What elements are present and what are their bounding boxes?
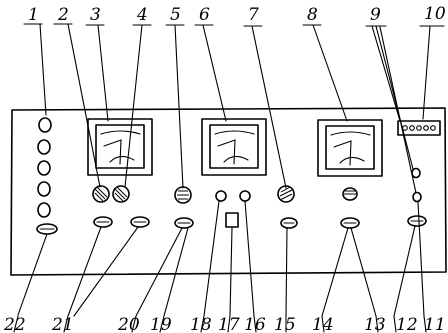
- callout-13: 13: [364, 315, 386, 333]
- callouts-bottom: 22 21 20 19 18 17 16 15 14 13 12 11: [3, 315, 446, 333]
- leader-lines: [17, 23, 431, 317]
- knob-5: [174, 186, 192, 204]
- callout-6: 6: [199, 5, 210, 25]
- callout-4: 4: [136, 5, 148, 25]
- toggle-switches: [36, 215, 427, 235]
- lamp-9b: [412, 191, 422, 203]
- lamp-9a: [411, 167, 421, 179]
- knob-14: [342, 187, 358, 201]
- callout-8: 8: [307, 5, 318, 25]
- callout-9: 9: [370, 5, 381, 25]
- jack-18: [215, 190, 227, 202]
- callout-7: 7: [248, 5, 259, 25]
- meter-center: [201, 118, 267, 176]
- jack-16: [239, 190, 251, 202]
- callout-10: 10: [424, 4, 446, 24]
- connector-block: [397, 120, 441, 136]
- callout-2: 2: [57, 5, 69, 25]
- callout-22: 22: [3, 315, 26, 333]
- knob-4: [112, 185, 130, 203]
- callout-1: 1: [28, 5, 39, 25]
- knob-2: [92, 185, 110, 203]
- front-panel: [10, 107, 447, 276]
- callout-18: 18: [190, 315, 212, 333]
- callout-15: 15: [274, 315, 296, 333]
- callout-12: 12: [396, 315, 418, 333]
- callout-21: 21: [51, 315, 74, 333]
- callout-3: 3: [90, 5, 101, 25]
- callout-11: 11: [424, 315, 446, 333]
- callouts-top: 1 2 3 4 5 6 7 8 9 10: [23, 4, 446, 27]
- callout-20: 20: [117, 315, 140, 333]
- meter-right: [317, 119, 383, 177]
- meter-left: [87, 118, 153, 176]
- indicator-lamps: [37, 117, 52, 218]
- callout-5: 5: [170, 5, 181, 25]
- callout-19: 19: [150, 315, 172, 333]
- switch-17: [225, 212, 239, 228]
